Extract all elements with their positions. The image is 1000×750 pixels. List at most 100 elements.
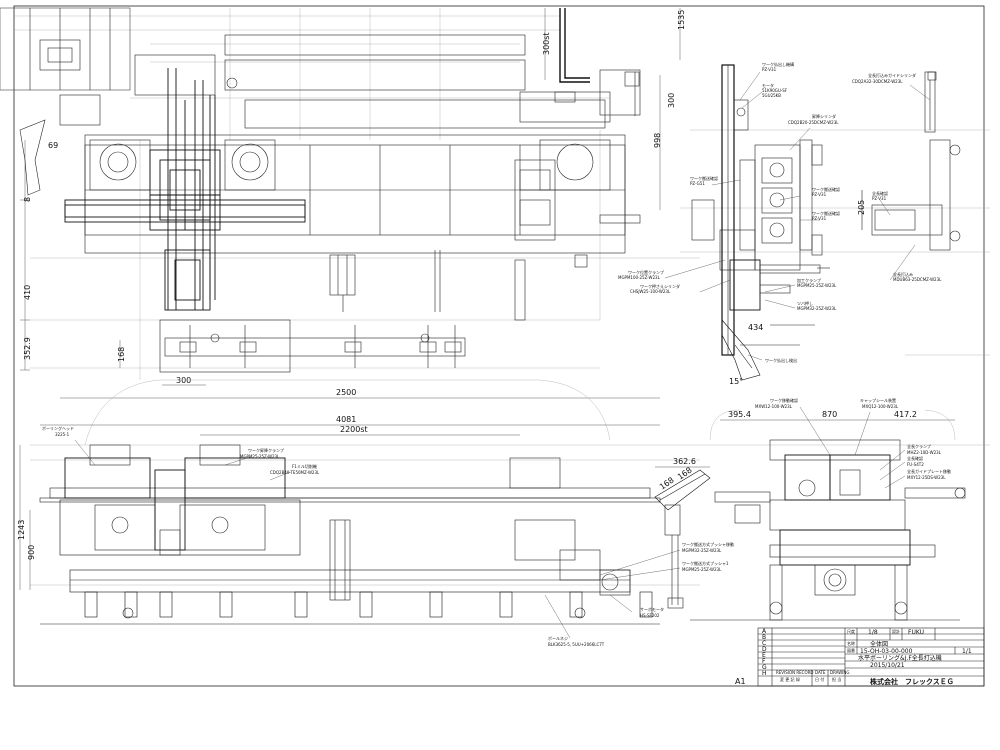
dimension-label: 352.9	[23, 337, 32, 360]
callout: ツバ押し	[797, 300, 813, 306]
callout: ワーク払出し検出	[765, 357, 797, 363]
front-view-bottom	[19, 379, 700, 625]
callout: HS-SF202	[640, 613, 660, 618]
company-name: 株式会社 フレックスＥＧ	[870, 677, 954, 686]
callout: ワーク搬送確認	[812, 186, 840, 192]
callout: 3225-1	[55, 432, 70, 437]
callout: ワーク昇降クランプ	[248, 447, 284, 453]
dimension-label: 8	[23, 197, 32, 202]
revision-header: DATE	[815, 670, 826, 675]
revision-letter: B	[762, 634, 766, 641]
callout: PZ-V31	[812, 192, 827, 197]
callout: 51K90GU-SF	[762, 88, 788, 93]
dimension-label: 870	[822, 410, 837, 419]
dimension-label: 300	[667, 93, 676, 108]
dimension-label: 168	[117, 347, 126, 362]
callout: MXQ12-100-W23L	[862, 404, 899, 409]
dimension-label: 1243	[17, 520, 26, 540]
callout: CDQ2B20-25DCMZ-W23L	[788, 120, 839, 125]
designer-label: 設計	[892, 628, 900, 634]
revision-header: DRAWING	[830, 670, 849, 675]
dimension-label: 410	[23, 285, 32, 300]
callout: サーボモータ	[640, 606, 664, 612]
front-view-callouts: ボーリングヘッド 3225-1 ワーク昇降クランプ MGPM25-25Z-W23…	[42, 425, 734, 647]
dimension-label: 395.4	[728, 410, 751, 419]
callout: 全長確認	[872, 190, 888, 196]
revision-header: 担 当	[832, 676, 841, 682]
dimension-label: 300st	[542, 32, 551, 55]
callout: 加工クランプ	[797, 277, 821, 283]
drawing-date: 2015/10/21	[870, 662, 905, 669]
callout: MGPM25-25Z-W23L	[682, 567, 722, 572]
callout: 全長打込みガイドシリンダ	[868, 72, 916, 78]
callout: ワーク位置クランプ	[628, 269, 664, 275]
name-value: 全体図	[870, 640, 888, 648]
callout: MXY12-25DS-W23L	[907, 475, 946, 480]
callout: 昇降シリンダ	[812, 113, 836, 119]
revision-header: REVISION RECORD	[776, 670, 813, 675]
side-view-right	[680, 64, 990, 381]
callout: MGPM32-25Z-W23L	[682, 548, 722, 553]
callout: PZ-V31	[812, 216, 827, 221]
dimension-label: 900	[27, 545, 36, 560]
callout: CHSJW25-100-W23L	[630, 289, 671, 294]
callout: ワーク搬送確認	[690, 175, 718, 181]
callout: ワーク搬送方式プッシャ移動	[682, 541, 734, 547]
callout: モータ	[762, 82, 774, 88]
revision-letter: C	[762, 640, 766, 647]
revision-letter: A	[762, 628, 767, 635]
revision-letter: H	[762, 670, 767, 677]
drawing-no-value: 15-OH-03-00-000	[860, 648, 913, 655]
callout: ボールネジ	[548, 635, 568, 641]
dimension-label: 2500	[336, 388, 356, 397]
callout: 全長確認	[907, 455, 923, 461]
drawing-frame	[13, 5, 985, 687]
callout: PZ-V31	[762, 67, 777, 72]
revision-letter: E	[762, 652, 766, 659]
callout: 全長ガイドプレート移動	[907, 468, 951, 474]
side-view-callouts: ワーク払出し機構 PZ-V31 モータ 51K90GU-SF 5GU25KB 全…	[618, 61, 942, 363]
dimension-label: 1535	[677, 10, 686, 30]
revision-letter: F	[762, 658, 766, 665]
revision-header: 日 付	[815, 676, 824, 682]
callout: BLK3625-5, 5UU+2066LC7T	[548, 642, 605, 647]
callout: MXW12-100-W23L	[755, 404, 793, 409]
callout: ワーク押さえシリンダ	[640, 283, 680, 289]
callout: ワーク払出し機構	[762, 61, 794, 67]
callout: PZ-G51	[690, 181, 705, 186]
callout: ワーク搬送方式プッシャ1	[682, 560, 729, 566]
designer-value: FUKU	[908, 629, 924, 636]
dimension-label: 300	[176, 376, 191, 385]
sheet-size-label: A1	[735, 677, 746, 686]
dimension-label: 4081	[336, 415, 356, 424]
dimension-label: 69	[48, 141, 58, 150]
callout: F1ミル切削機	[292, 463, 317, 469]
dimension-label: 362.6	[673, 457, 696, 466]
end-view-callouts: ワーク移動確認 MXW12-100-W23L キャップシール装置 MXQ12-1…	[755, 397, 951, 489]
callout: 全長打込み	[893, 271, 913, 277]
dimension-label: 15°	[729, 377, 743, 386]
callout: 5GU25KB	[762, 93, 781, 98]
revision-header: 変 更 記 録	[780, 676, 800, 682]
dimension-label: 205	[857, 200, 866, 215]
callout: MHZ2-10D-W23L	[907, 450, 942, 455]
sheet-value: 1/1	[962, 648, 972, 655]
callout: キャップシール装置	[860, 397, 896, 403]
revision-letter: D	[762, 646, 767, 653]
dimension-label: 998	[653, 133, 662, 148]
dimension-label: 417.2	[894, 410, 917, 419]
end-view-bottom-right	[654, 354, 990, 621]
callout: MGPM25-25Z-W23L	[240, 454, 280, 459]
callout: ワーク移動確認	[770, 397, 798, 403]
revision-letter: G	[762, 664, 767, 671]
callout: 全長クランプ	[907, 443, 931, 449]
title-block	[757, 627, 985, 687]
scale-label: 尺度	[847, 628, 855, 634]
callout: MGPM25-25Z-W23L	[797, 283, 837, 288]
callout: ボーリングヘッド	[42, 425, 74, 431]
callout: CDQ2A32-30DCMZ-W23L	[852, 79, 903, 84]
drawing-no-label: 図番	[847, 647, 855, 653]
plan-view-top	[0, 7, 700, 399]
